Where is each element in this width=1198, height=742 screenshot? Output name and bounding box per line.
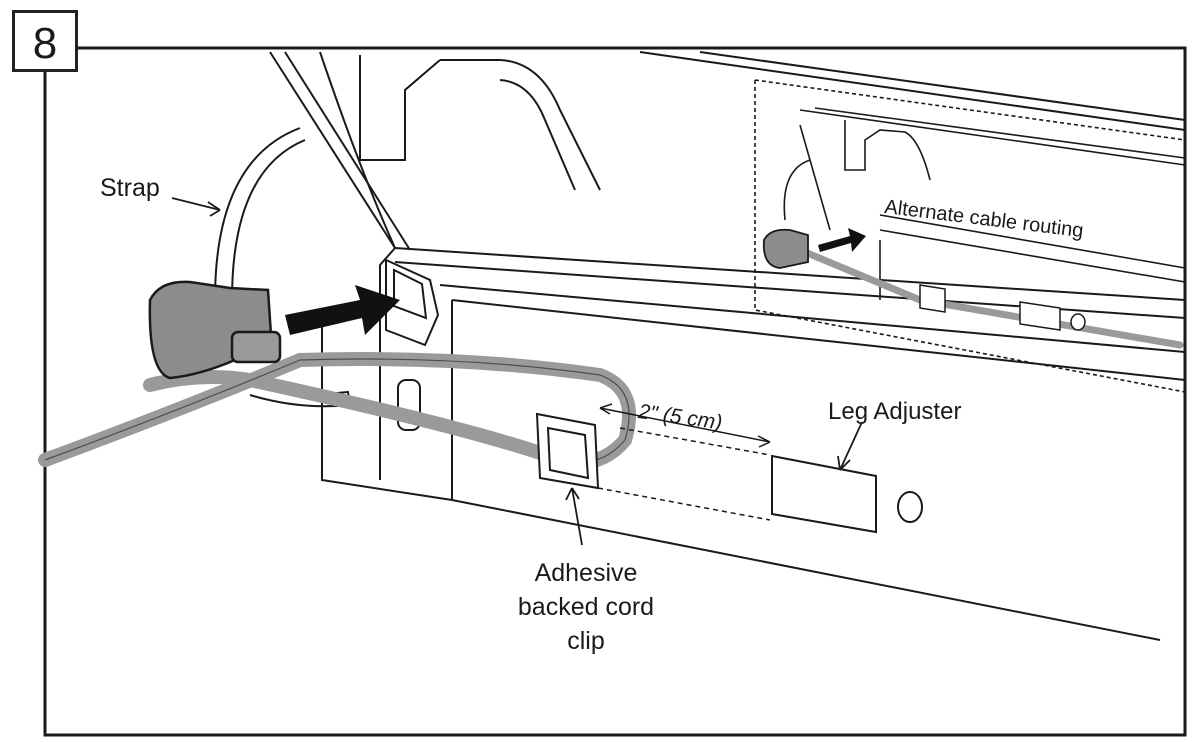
strap-label: Strap: [100, 174, 160, 202]
cord-clip: [535, 412, 600, 490]
dimension-line: [597, 403, 771, 521]
inset-cord: [796, 246, 1184, 349]
cord-clip-label: Adhesive backed cord clip: [517, 559, 655, 655]
dishwasher-body: [269, 51, 1186, 641]
pointer-arrows: [171, 197, 863, 546]
step-number: 8: [12, 10, 78, 72]
leg-adjuster-label: Leg Adjuster: [828, 398, 962, 425]
hose-hook: [359, 55, 601, 191]
power-socket: [385, 258, 440, 431]
power-plug-icon: [148, 280, 282, 380]
insertion-arrow-icon: [285, 285, 400, 335]
leg-adjuster: [771, 454, 923, 534]
inset-clips: [919, 284, 1086, 331]
inset-arrow-icon: [818, 228, 866, 252]
alternate-routing-inset: [754, 79, 1186, 393]
inset-plug: [762, 228, 809, 269]
